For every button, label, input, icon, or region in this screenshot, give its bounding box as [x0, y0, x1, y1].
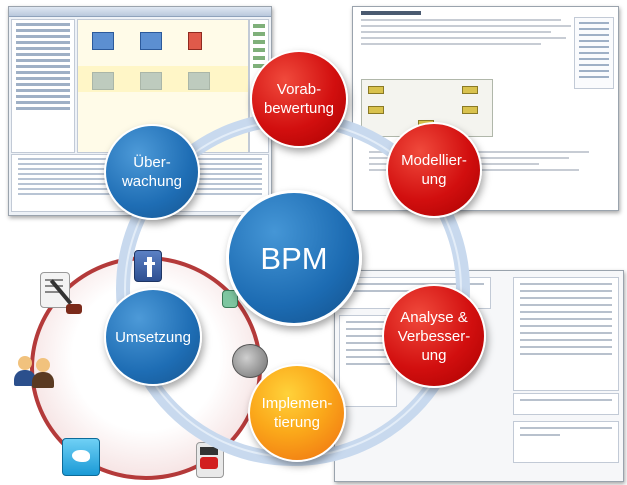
- phase-label: Über- wachung: [121, 154, 183, 190]
- users-icon: [12, 356, 58, 390]
- doc-process-diagram: [361, 79, 493, 137]
- window-titlebar: [9, 7, 271, 17]
- phase-label: Vorab- bewertung: [263, 81, 335, 117]
- phase-label: Implemen- tierung: [261, 395, 333, 431]
- phase-analyse-verbesserung: Analyse & Verbesser- ung: [382, 284, 486, 388]
- phase-label: Analyse & Verbesser- ung: [397, 308, 471, 364]
- phase-vorabbewertung: Vorab- bewertung: [250, 50, 348, 148]
- model-tree: [11, 19, 75, 153]
- phase-umsetzung: Umsetzung: [104, 288, 202, 386]
- bpm-center-circle: BPM: [226, 190, 362, 326]
- phase-label: Modellier- ung: [401, 152, 467, 188]
- phase-modellierung: Modellier- ung: [386, 122, 482, 218]
- twitter-icon: [62, 438, 100, 476]
- document-pen-icon: [40, 272, 73, 308]
- phase-ueberwachung: Über- wachung: [104, 124, 200, 220]
- doc-sidebar: [574, 17, 614, 89]
- phase-implementierung: Implemen- tierung: [248, 364, 346, 462]
- stamp-icon: [66, 304, 82, 314]
- center-label: BPM: [260, 240, 328, 276]
- phase-label: Umsetzung: [115, 328, 191, 346]
